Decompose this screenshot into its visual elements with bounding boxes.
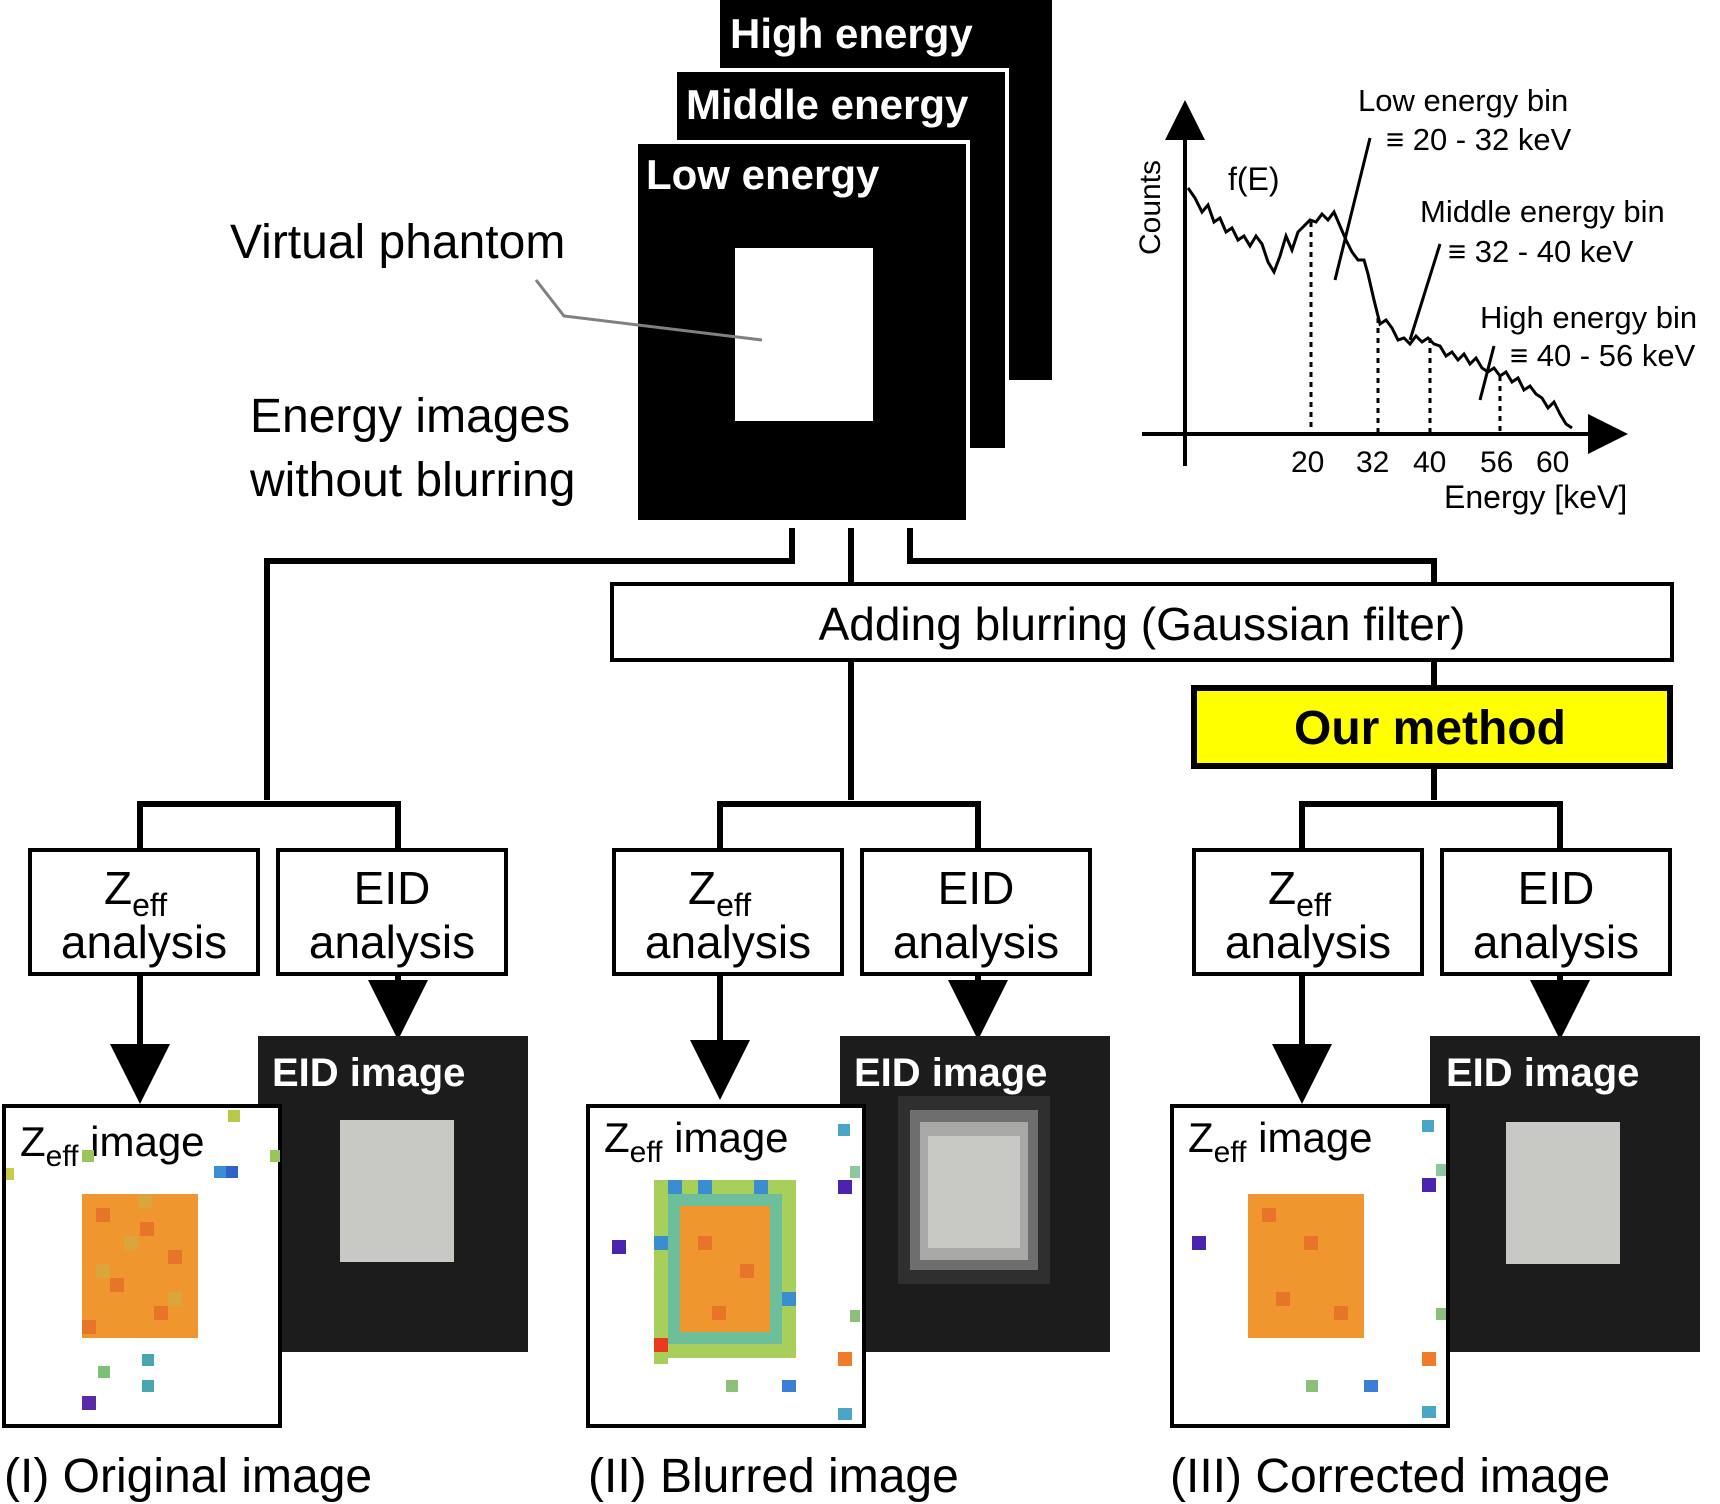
- high-bin-range: ≡ 40 - 56 keV: [1510, 338, 1696, 373]
- zeff-image-label-1: Zeff image: [20, 1118, 205, 1173]
- analysis-arrows: [110, 976, 1590, 1104]
- spectrum-curve: [1186, 187, 1573, 430]
- eid-image-3: EID image: [1430, 1036, 1700, 1352]
- zeff-analysis-box-3: [1192, 848, 1424, 976]
- middle-bin-pointer: [1408, 243, 1442, 341]
- eid-analysis-eid-1: EID: [354, 862, 431, 914]
- eid-analysis-word-1: analysis: [309, 916, 475, 968]
- eid-analysis-box-3: [1440, 848, 1672, 976]
- eid-image-2: EID image: [840, 1036, 1110, 1352]
- spectrum-function-label: f(E): [1228, 161, 1280, 197]
- low-bin-pointer: [1333, 137, 1372, 281]
- zeff-image-3: Zeff image: [1170, 1104, 1450, 1428]
- middle-bin-range: ≡ 32 - 40 keV: [1448, 234, 1634, 269]
- eid-image-1: EID image: [258, 1036, 528, 1352]
- tick-56: 56: [1480, 446, 1513, 479]
- caption-original: (I) Original image: [4, 1450, 372, 1503]
- blurring-box: [610, 582, 1674, 662]
- eid-analysis-box-1: [276, 848, 508, 976]
- high-energy-label: High energy: [730, 10, 973, 57]
- eid-image-label-3: EID image: [1446, 1051, 1639, 1095]
- middle-bin-name: Middle energy bin: [1420, 194, 1665, 229]
- low-energy-label: Low energy: [646, 151, 880, 198]
- blurring-box-label: Adding blurring (Gaussian filter): [819, 598, 1466, 650]
- tick-32: 32: [1356, 446, 1389, 479]
- eid-analysis-eid-3: EID: [1518, 862, 1595, 914]
- high-bin-name: High energy bin: [1480, 300, 1697, 335]
- caption-blurred: (II) Blurred image: [588, 1450, 959, 1503]
- zeff-analysis-z-3: Zeff: [1268, 862, 1331, 923]
- zeff-analysis-word-2: analysis: [645, 916, 811, 968]
- low-bin-name: Low energy bin: [1358, 83, 1568, 118]
- zeff-analysis-z-1: Zeff: [104, 862, 167, 923]
- analysis-row: Zeff analysis EID analysis Zeff analysis…: [28, 848, 1672, 976]
- eid-image-label-1: EID image: [272, 1051, 465, 1095]
- zeff-analysis-word-3: analysis: [1225, 916, 1391, 968]
- eid-analysis-eid-2: EID: [938, 862, 1015, 914]
- zeff-analysis-z-2: Zeff: [688, 862, 751, 923]
- zeff-image-2: Zeff image: [586, 1104, 866, 1428]
- flow-connectors: [137, 528, 1563, 848]
- caption-corrected: (III) Corrected image: [1170, 1450, 1610, 1503]
- eid-analysis-word-3: analysis: [1473, 916, 1639, 968]
- phantom-leader-line: [534, 279, 763, 342]
- zeff-image-label-2: Zeff image: [604, 1114, 789, 1169]
- zeff-image-label-3: Zeff image: [1188, 1114, 1373, 1169]
- tick-40: 40: [1413, 446, 1446, 479]
- zeff-analysis-box-2: [612, 848, 844, 976]
- zeff-image-1: Zeff image: [2, 1104, 282, 1428]
- spectrum-x-label: Energy [keV]: [1444, 479, 1627, 515]
- high-bin-pointer: [1478, 345, 1496, 401]
- our-method-label: Our method: [1294, 702, 1566, 755]
- zeff-analysis-box-1: [28, 848, 260, 976]
- low-bin-range: ≡ 20 - 32 keV: [1386, 122, 1572, 157]
- eid-analysis-box-2: [860, 848, 1092, 976]
- tick-20: 20: [1291, 446, 1324, 479]
- eid-analysis-word-2: analysis: [893, 916, 1059, 968]
- phantom-square: [735, 248, 873, 421]
- our-method-box: [1191, 685, 1673, 769]
- spectrum-y-label: Counts: [1134, 160, 1167, 255]
- eid-image-label-2: EID image: [854, 1051, 1047, 1095]
- middle-energy-label: Middle energy: [686, 81, 969, 128]
- virtual-phantom-label: Virtual phantom: [230, 216, 565, 269]
- tick-60: 60: [1536, 446, 1569, 479]
- zeff-analysis-word-1: analysis: [61, 916, 227, 968]
- energy-images-caption-2: without blurring: [249, 454, 576, 507]
- energy-images-caption-1: Energy images: [250, 390, 570, 443]
- spectrum-graph: Counts f(E) 20 32 40 56 60 Energy [keV] …: [1134, 83, 1697, 515]
